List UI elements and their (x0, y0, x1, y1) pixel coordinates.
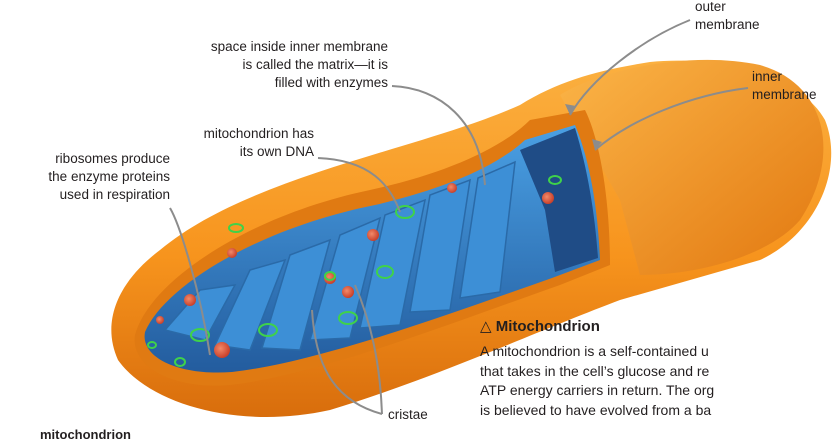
caption-line: ATP energy carriers in return. The org (480, 381, 714, 401)
caption-title-text: Mitochondrion (496, 318, 600, 335)
caption-line: is believed to have evolved from a ba (480, 401, 714, 421)
dna-label: mitochondrion has its own DNA (150, 125, 314, 161)
matrix-label: space inside inner membrane is called th… (150, 38, 388, 92)
caption-body: A mitochondrion is a self-contained u th… (480, 342, 714, 420)
mitochondrion-label: mitochondrion (40, 427, 131, 442)
inner-membrane-label: inner membrane (752, 68, 817, 104)
ribosomes-label: ribosomes produce the enzyme proteins us… (20, 150, 170, 204)
caption-line: that takes in the cell’s glucose and re (480, 362, 714, 382)
caption-line: A mitochondrion is a self-contained u (480, 342, 714, 362)
caption-title: △ Mitochondrion (480, 317, 600, 335)
outer-membrane-label: outer membrane (695, 0, 760, 34)
cristae-label: cristae (388, 406, 428, 424)
triangle-icon: △ (480, 318, 492, 335)
